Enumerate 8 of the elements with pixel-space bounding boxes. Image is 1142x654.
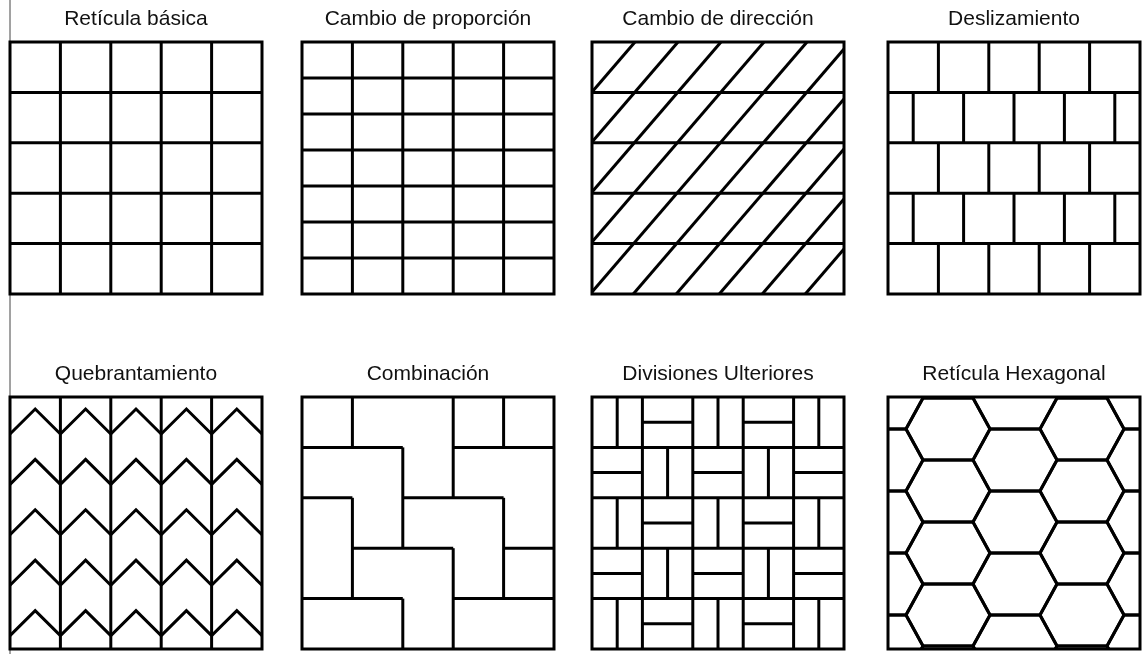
panel-title: Deslizamiento xyxy=(947,5,1081,31)
panel-title: Cambio de dirección xyxy=(621,5,815,31)
panel-title: Quebrantamiento xyxy=(53,360,219,386)
panel-title: Cambio de proporción xyxy=(323,5,533,31)
panel-title: Divisiones Ulteriores xyxy=(621,360,815,386)
panel-title: Retícula Hexagonal xyxy=(921,360,1107,386)
panel-title: Combinación xyxy=(365,360,491,386)
panel-title: Retícula básica xyxy=(63,5,209,31)
